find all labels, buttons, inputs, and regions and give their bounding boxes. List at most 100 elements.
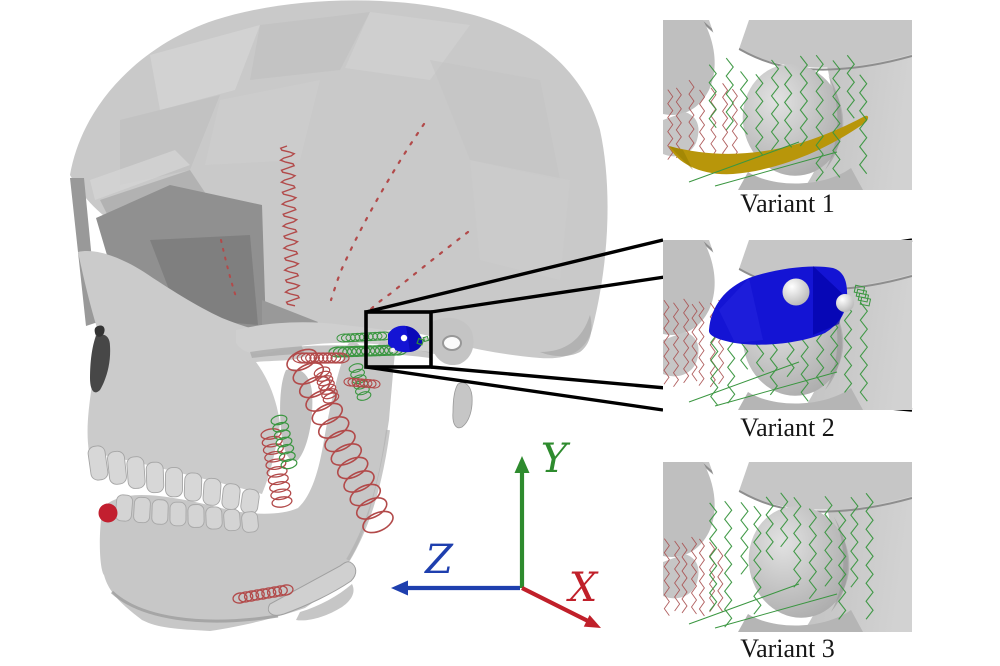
pterygoid-spring-green (273, 429, 291, 441)
mesh-line-green (714, 151, 838, 187)
condyle-neck (738, 610, 863, 632)
nasal-aperture (90, 334, 111, 393)
variant-1-closeup (663, 20, 912, 190)
tmj-capsule-spring (372, 331, 388, 341)
hyoid-lower (296, 584, 354, 621)
mesh-line-green (710, 324, 719, 406)
hyoid-upper (267, 561, 357, 616)
digastric-spring (261, 587, 277, 599)
bone-fragment (663, 554, 699, 599)
zygomatic-arch-closeup (699, 240, 912, 288)
mesh-line-green (725, 57, 734, 131)
mesh-line-red (683, 298, 690, 384)
inset-panel-variant-1 (663, 20, 912, 190)
mesh-line-red (675, 87, 682, 159)
mesh-line-red (681, 542, 688, 614)
digastric-spring (232, 592, 248, 604)
tmj-capsule-spring-red (321, 388, 338, 400)
marker-sphere (782, 278, 810, 306)
temporal-mass (663, 20, 715, 115)
cranium (70, 0, 608, 359)
muscle-fiber-dashes (329, 122, 426, 302)
upper-teeth (87, 445, 260, 515)
mesh-line-green (740, 501, 749, 575)
mesh-line-red (667, 89, 674, 160)
mesh-line-green (859, 74, 868, 175)
variant-3-closeup (663, 462, 912, 632)
temporalis-spring (279, 145, 301, 307)
mesh-line-green (850, 496, 859, 588)
mesh-line-red (698, 301, 705, 386)
mandible-lower-shadow (110, 590, 279, 623)
cranium-facet (90, 150, 190, 200)
pterygoid-spring (267, 473, 289, 486)
lower-tooth (114, 494, 134, 522)
lower-tooth (169, 501, 187, 527)
tmj-capsule-spring-red (367, 379, 381, 389)
masseter-spring (317, 416, 350, 439)
upper-tooth (202, 477, 222, 506)
mesh-line-green (688, 583, 800, 625)
mesh-line-green (859, 301, 869, 402)
axis-y-arrowhead (514, 456, 530, 473)
mesh-line-green (714, 371, 838, 407)
occiput-shadow (540, 315, 592, 357)
masseter-spring (324, 429, 356, 453)
pterygoid-spring-green (278, 451, 296, 463)
mesh-line-red (674, 540, 681, 612)
disc-blue-facet (719, 278, 763, 343)
mesh-line-green (753, 505, 762, 615)
mesh-line-green (808, 508, 818, 599)
tmj-capsule-spring (354, 332, 370, 342)
ramus-shadow (346, 429, 390, 562)
tmj-capsule-spring-red (322, 392, 340, 404)
pterygoid-spring-green (275, 436, 293, 448)
mesh-line-green (708, 64, 717, 129)
axis-label-y: Y (541, 436, 571, 482)
tmj-capsule-spring (356, 391, 372, 401)
axis-x-arrowhead (583, 615, 601, 628)
pterygoid-spring (270, 488, 292, 501)
mesh-line-green (824, 495, 833, 587)
panel-label-variant-3: Variant 3 (740, 634, 835, 663)
mesh-line-green (708, 502, 718, 612)
mesh-line-green (755, 73, 764, 156)
masseter-spring (336, 456, 369, 480)
axis-label-x: X (566, 565, 599, 611)
lower-tooth (151, 499, 169, 525)
pterygoid-spring-green (277, 443, 295, 455)
mesh-line-red (710, 87, 717, 159)
maxilla-body (78, 251, 306, 494)
tmj-capsule-spring-red (330, 352, 350, 364)
temporal-mass (663, 462, 715, 557)
inset-box (364, 310, 433, 369)
cranium-facet (150, 25, 260, 110)
masseter-spring (343, 470, 375, 493)
tmj-capsule-spring-red (359, 378, 373, 388)
cranium-facet (470, 160, 570, 280)
mandible (99, 340, 397, 631)
upper-tooth (183, 472, 203, 502)
styloid-process (452, 382, 473, 429)
mesh-line-red (717, 548, 724, 613)
mesh-line-red (698, 89, 706, 161)
mesh-line-red (690, 536, 698, 615)
inset-panel-variant-2 (663, 240, 912, 410)
bone-fragment (663, 332, 699, 377)
mesh-line-red (709, 302, 716, 388)
upper-tooth (87, 445, 109, 481)
mandible-body (99, 340, 397, 631)
tmj-capsule-spring (367, 331, 383, 341)
disc-blue-facet (406, 326, 423, 352)
ear-canal (442, 335, 462, 351)
mesh-line-green (723, 500, 733, 628)
axis-x (521, 586, 589, 623)
muscle-springs (220, 122, 470, 604)
mesh-line-red (731, 88, 738, 160)
digastric-spring (278, 584, 294, 596)
upper-tooth (145, 461, 165, 494)
disc-yellow (669, 115, 869, 175)
marker-sphere (836, 294, 854, 312)
upper-tooth (240, 488, 260, 515)
